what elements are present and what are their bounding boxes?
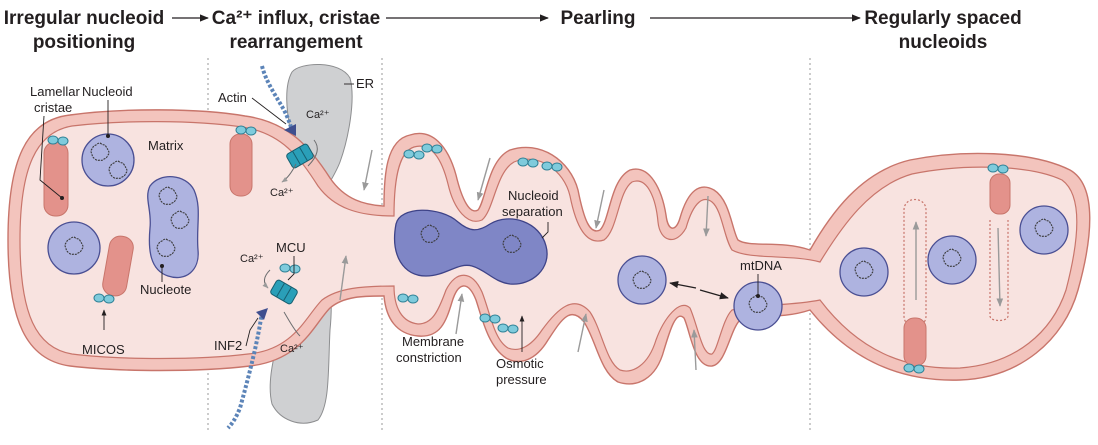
label-mtdna: mtDNA (740, 258, 782, 273)
label-inf2: INF2 (214, 338, 242, 353)
label-ca-in-top: Ca²⁺ (270, 187, 294, 199)
label-er: ER (356, 76, 374, 91)
stage-3-title: Pearling (561, 8, 636, 29)
force-arrow (691, 329, 698, 371)
label-membrane: Membrane (402, 334, 464, 349)
label-ca-in-bottom: Ca²⁺ (240, 253, 264, 265)
ca-flow (307, 139, 318, 167)
stage-1-title-line1: Irregular nucleoid (4, 8, 164, 29)
label-ca-er-bottom: Ca²⁺ (280, 343, 304, 355)
panel-2-content: Actin ER Ca²⁺ Ca²⁺ MCU Ca²⁺ INF2 Ca²⁺ (214, 65, 374, 430)
leader-dot (160, 264, 164, 268)
force-arrow (339, 255, 349, 301)
leader-line (245, 317, 259, 347)
leader-line (541, 222, 549, 239)
force-arrow (362, 149, 373, 191)
separation-arrow (669, 280, 697, 289)
force-arrow (577, 313, 588, 353)
actin-filament (260, 65, 294, 131)
stage-titles: Irregular nucleoid positioning Ca²⁺ infl… (4, 8, 1022, 53)
panel-1-content: Lamellar cristae Nucleoid Matrix Nucleot… (30, 84, 199, 357)
crista-left (43, 141, 69, 217)
actin-filament (226, 311, 264, 430)
label-micos: MICOS (82, 342, 125, 357)
leader-line (287, 256, 295, 281)
label-pressure: pressure (496, 372, 547, 387)
inf2-marker (256, 308, 268, 320)
label-mcu: MCU (276, 240, 306, 255)
inf2-marker (284, 124, 296, 136)
mcu-channel-top (286, 143, 314, 169)
nucleoid (617, 255, 667, 305)
force-arrow (703, 195, 710, 237)
nucleoid (839, 247, 889, 297)
crista (229, 133, 253, 197)
nucleote (147, 176, 199, 279)
label-cristae: cristae (34, 100, 72, 115)
stage-4-title-line2: nucleoids (899, 32, 988, 53)
leader-dot (106, 134, 110, 138)
stage-1-title-line2: positioning (33, 32, 135, 53)
matrix-region (19, 121, 1078, 372)
label-nucleoid-sep-1: Nucleoid (508, 188, 559, 203)
force-arrow (455, 293, 465, 335)
stage-2-title-line1: Ca²⁺ influx, cristae (212, 8, 380, 29)
separating-nucleoid (394, 209, 548, 285)
ca-flow (283, 311, 301, 337)
ca-flow (262, 269, 271, 289)
label-ca-er-top: Ca²⁺ (306, 109, 330, 121)
nucleoid (47, 221, 101, 275)
stage-4-title-line1: Regularly spaced (864, 8, 1021, 29)
leader-line (39, 115, 63, 199)
crista (903, 317, 927, 367)
label-nucleote: Nucleote (140, 282, 191, 297)
crista-movement-arrow (996, 227, 1004, 307)
label-nucleoid: Nucleoid (82, 84, 133, 99)
label-constriction: constriction (396, 350, 462, 365)
force-arrow (594, 189, 605, 229)
label-lamellar: Lamellar (30, 84, 81, 99)
force-arrow (476, 157, 491, 201)
stage-2-title-line2: rearrangement (229, 32, 363, 53)
panel-4-content (839, 163, 1069, 374)
nucleoid (81, 133, 135, 187)
nucleoid (1019, 205, 1069, 255)
leader-dot (60, 196, 64, 200)
label-actin: Actin (218, 90, 247, 105)
label-matrix: Matrix (148, 138, 184, 153)
separation-arrow (699, 289, 729, 300)
leader-line (251, 97, 287, 125)
phantom-crista (989, 220, 1009, 322)
nucleoid (927, 235, 977, 285)
crista-bottom (102, 235, 134, 297)
panel-3-content: Nucleoid separation Membrane constrictio… (394, 143, 783, 387)
mcu-channel-bottom (270, 279, 298, 305)
label-nucleoid-sep-2: separation (502, 204, 563, 219)
leader-dot (756, 294, 760, 298)
crista (989, 173, 1011, 215)
ca-flow (281, 163, 297, 183)
mitochondrion (7, 109, 1091, 385)
label-osmotic: Osmotic (496, 356, 544, 371)
